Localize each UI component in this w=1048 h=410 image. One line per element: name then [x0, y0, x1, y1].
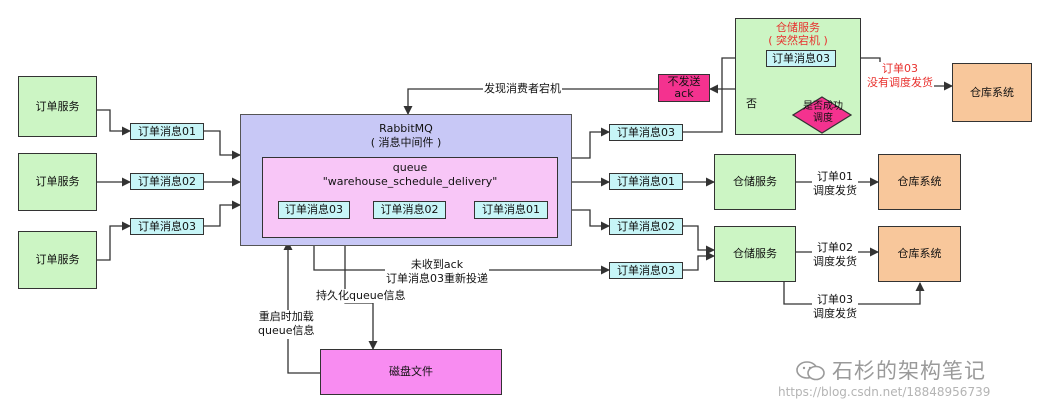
label-order03-not-dispatched-line1: 订单03 [882, 62, 918, 75]
edge-msg03-mq [204, 200, 241, 227]
warehouse-system-1-label: 仓库系统 [897, 175, 942, 189]
rabbitmq-subtitle: ( 消息中间件 ) [370, 136, 442, 150]
crashed-msg-03-label: 订单消息03 [772, 51, 830, 65]
crashed-msg-03: 订单消息03 [766, 50, 836, 67]
queue-msg-03-label: 订单消息03 [285, 203, 343, 217]
disk-file-label: 磁盘文件 [389, 365, 433, 379]
edge-service1-msg01 [97, 109, 131, 136]
redelivered-msg-03-label: 订单消息03 [617, 263, 675, 277]
edge-disk-reload [283, 241, 320, 374]
edge-service3-msg03 [97, 221, 131, 261]
warehouse-system-1: 仓库系统 [878, 154, 961, 210]
crashed-service-title: 仓储服务 [775, 21, 820, 34]
label-persist: 持久化queue信息 [315, 289, 407, 304]
edge-mq-msg03 [572, 127, 610, 159]
label-order02-dispatched: 订单02 调度发货 [812, 241, 858, 270]
incoming-msg-02-label: 订单消息02 [138, 174, 196, 188]
incoming-msg-03: 订单消息03 [130, 218, 204, 235]
queue-box: queue "warehouse_schedule_delivery" [262, 157, 558, 238]
outgoing-msg-02: 订单消息02 [609, 218, 683, 235]
edge-msg01-mq [204, 130, 241, 160]
incoming-msg-01: 订单消息01 [130, 123, 204, 140]
outgoing-msg-01: 订单消息01 [609, 173, 683, 190]
disk-file-box: 磁盘文件 [320, 349, 502, 395]
queue-msg-01-label: 订单消息01 [482, 203, 540, 217]
label-reload: 重启时加载 queue信息 [257, 310, 316, 339]
queue-msg-03: 订单消息03 [278, 201, 350, 219]
queue-msg-02: 订单消息02 [373, 201, 446, 219]
label-order03-dispatched: 订单03 调度发货 [812, 293, 858, 322]
decision-label: 是否成功 调度 [803, 101, 843, 124]
queue-label: queue [392, 161, 428, 174]
warehouse-system-2: 仓库系统 [878, 226, 961, 282]
warehouse-service-2: 仓储服务 [714, 226, 796, 282]
crashed-service-subtitle: ( 突然宕机 ) [768, 34, 828, 48]
wechat-icon [796, 361, 825, 381]
order-service-1-label: 订单服务 [35, 99, 80, 113]
outgoing-msg-03-label: 订单消息03 [617, 125, 675, 139]
redelivered-msg-03: 订单消息03 [609, 262, 683, 279]
edge-msg03b-wh2 [683, 251, 715, 271]
outgoing-msg-01-label: 订单消息01 [617, 174, 675, 188]
label-consumer-down: 发现消费者宕机 [483, 82, 562, 97]
rabbitmq-title: RabbitMQ [379, 122, 433, 135]
warehouse-system-top-label: 仓库系统 [970, 85, 1014, 99]
warehouse-service-1: 仓储服务 [714, 154, 796, 210]
label-order03-not-dispatched-line2: 没有调度发货 [867, 76, 933, 90]
label-order03-not-dispatched: 订单03 没有调度发货 [866, 62, 934, 91]
edge-mq-msg02 [572, 209, 610, 231]
order-service-2: 订单服务 [18, 153, 97, 211]
order-service-3: 订单服务 [18, 231, 97, 289]
outgoing-msg-02-label: 订单消息02 [617, 219, 675, 233]
incoming-msg-03-label: 订单消息03 [138, 219, 196, 233]
warehouse-service-1-label: 仓储服务 [733, 175, 777, 189]
warehouse-service-2-label: 仓储服务 [733, 247, 777, 261]
warehouse-system-top: 仓库系统 [952, 63, 1032, 122]
incoming-msg-02: 订单消息02 [130, 173, 204, 190]
queue-name: "warehouse_schedule_delivery" [322, 174, 498, 188]
label-order01-dispatched: 订单01 调度发货 [812, 170, 858, 199]
edge-msg02-wh2 [683, 225, 715, 255]
order-service-1: 订单服务 [18, 76, 97, 137]
decision-diamond [792, 96, 852, 134]
order-service-2-label: 订单服务 [35, 175, 80, 189]
label-redeliver: 未收到ack 订单消息03重新投递 [385, 258, 489, 287]
warehouse-system-2-label: 仓库系统 [897, 247, 942, 261]
label-no: 否 [746, 97, 757, 110]
no-ack-label: 不发送 ack [667, 74, 701, 100]
watermark-brand: 石杉的架构笔记 [832, 359, 986, 383]
outgoing-msg-03: 订单消息03 [609, 124, 683, 141]
queue-msg-01: 订单消息01 [474, 201, 548, 219]
watermark-url: https://blog.csdn.net/18848956739 [778, 385, 991, 399]
queue-msg-02-label: 订单消息02 [380, 203, 439, 217]
edge-noack-mq [403, 88, 658, 115]
incoming-msg-01-label: 订单消息01 [138, 124, 196, 138]
order-service-3-label: 订单服务 [35, 253, 80, 267]
no-ack-box: 不发送 ack [658, 74, 710, 102]
